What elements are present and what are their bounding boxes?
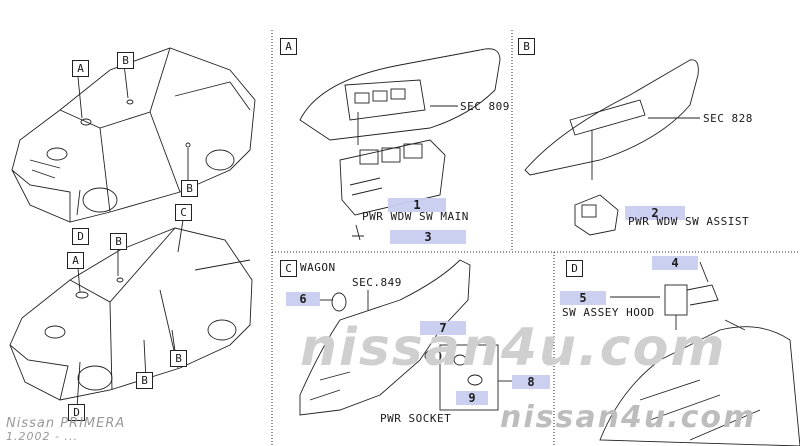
panel-a-sec-ref: SEC 809	[460, 100, 510, 113]
sedan-tag-a: A	[72, 60, 89, 77]
panel-b-drawing	[524, 59, 700, 236]
callout-7[interactable]: 7	[420, 321, 466, 335]
footer-date: 1.2002 - ...	[6, 430, 78, 443]
callout-4[interactable]: 4	[652, 256, 698, 270]
panel-d-part-name: SW ASSEY HOOD	[562, 306, 655, 319]
sedan-tag-b-door: B	[181, 180, 198, 197]
footer-brand: Nissan PRIMERA	[6, 416, 126, 431]
callout-8[interactable]: 8	[512, 375, 550, 389]
panel-c-drawing	[299, 259, 512, 416]
wagon-car-drawing	[9, 219, 253, 409]
panel-a-tag: A	[280, 38, 297, 55]
panel-d-tag: D	[566, 260, 583, 277]
callout-2[interactable]: 2	[625, 206, 685, 220]
callout-3[interactable]: 3	[390, 230, 466, 244]
sedan-tag-b-roof: B	[117, 52, 134, 69]
sedan-tag-d: D	[72, 228, 89, 245]
callout-5[interactable]: 5	[560, 291, 606, 305]
watermark-center: nissan4u.com	[300, 318, 727, 378]
panel-c-sec-ref: SEC.849	[352, 276, 402, 289]
panel-d-drawing	[599, 261, 800, 446]
panel-a-part-name: PWR WDW SW MAIN	[362, 210, 469, 223]
wagon-tag-b-door: B	[170, 350, 187, 367]
callout-9[interactable]: 9	[456, 391, 488, 405]
wagon-tag-b-rear: B	[136, 372, 153, 389]
panel-c-title: WAGON	[300, 261, 336, 274]
callout-6[interactable]: 6	[286, 292, 320, 306]
wagon-tag-c: C	[175, 204, 192, 221]
sedan-car-drawing	[11, 47, 256, 223]
panel-b-part-name: PWR WDW SW ASSIST	[628, 215, 750, 228]
wagon-tag-b-roof: B	[110, 233, 127, 250]
callout-1[interactable]: 1	[388, 198, 446, 212]
wagon-tag-a: A	[67, 252, 84, 269]
panel-b-sec-ref: SEC 828	[703, 112, 753, 125]
panel-c-tag: C	[280, 260, 297, 277]
panel-b-tag: B	[518, 38, 535, 55]
panel-a-drawing	[299, 48, 501, 241]
wagon-tag-d: D	[68, 404, 85, 421]
panel-c-part-name: PWR SOCKET	[380, 412, 452, 425]
watermark-bottom: nissan4u.com	[500, 400, 757, 435]
